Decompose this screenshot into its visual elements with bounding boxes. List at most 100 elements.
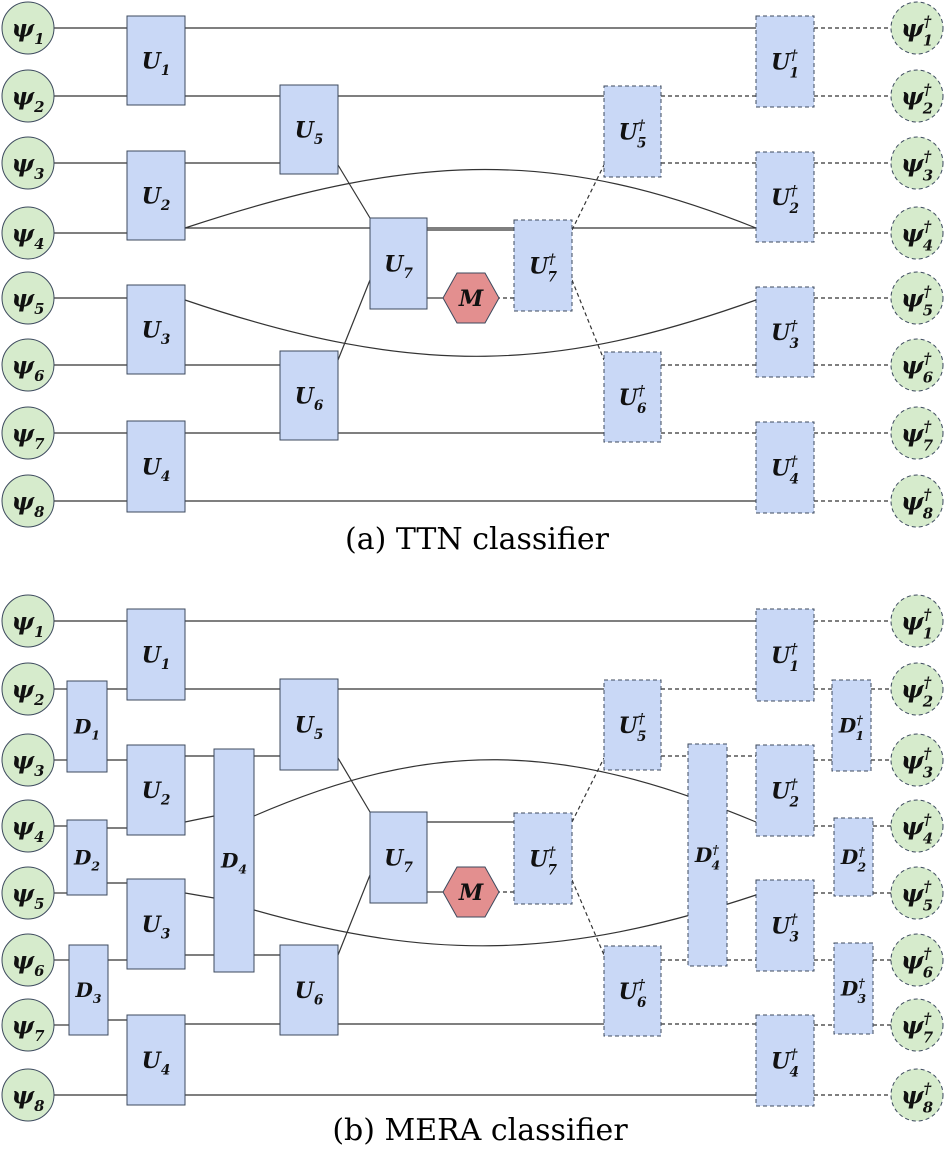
gate-u3-dagger: U†3 xyxy=(755,879,815,972)
gate-label: U1 xyxy=(142,642,171,673)
gate-u2: U2 xyxy=(126,150,186,241)
wire xyxy=(184,892,215,899)
state-node xyxy=(890,866,944,920)
gate-box xyxy=(126,284,186,375)
state-node xyxy=(1,594,55,648)
state-psi-5-dagger: ψ†5 xyxy=(890,271,944,325)
state-node xyxy=(1,662,55,716)
state-psi-5: ψ5 xyxy=(1,866,55,920)
gate-box xyxy=(126,420,186,513)
gate-label: D1 xyxy=(73,715,100,743)
state-node xyxy=(1,406,55,460)
wire xyxy=(337,757,371,813)
state-label: ψ6 xyxy=(12,946,45,980)
state-node xyxy=(1,474,55,528)
gate-u2: U2 xyxy=(126,744,186,836)
state-psi-2: ψ2 xyxy=(1,662,55,716)
state-psi-1-dagger: ψ†1 xyxy=(890,1,944,55)
gate-u6: U6 xyxy=(279,944,339,1036)
gate-label: U7 xyxy=(384,251,413,282)
gate-label: U†4 xyxy=(771,1047,799,1080)
measurement-label: M xyxy=(458,880,484,906)
state-psi-6-dagger: ψ†6 xyxy=(890,338,944,392)
gate-label: D†1 xyxy=(838,712,864,743)
gate-d2-dagger: D†2 xyxy=(833,817,874,897)
gate-u3-dagger: U†3 xyxy=(755,286,815,378)
wire xyxy=(571,757,605,823)
wire xyxy=(184,815,215,823)
gate-box xyxy=(279,84,339,175)
gate-box xyxy=(831,679,872,772)
gate-u4: U4 xyxy=(126,1014,186,1106)
state-psi-8: ψ8 xyxy=(1,1068,55,1122)
state-psi-6: ψ6 xyxy=(1,338,55,392)
gate-u1-dagger: U†1 xyxy=(755,608,815,702)
state-node xyxy=(1,866,55,920)
state-label: ψ†2 xyxy=(901,81,933,118)
state-label: ψ†5 xyxy=(901,283,933,320)
state-node xyxy=(1,799,55,853)
state-node xyxy=(890,594,944,648)
gate-u7: U7 xyxy=(369,811,428,904)
state-node xyxy=(890,406,944,460)
state-label: ψ8 xyxy=(12,1081,46,1115)
state-label: ψ6 xyxy=(12,351,45,385)
gate-box xyxy=(833,817,874,897)
gate-label: U†2 xyxy=(771,777,799,810)
state-node xyxy=(890,206,944,260)
gate-box xyxy=(755,151,815,243)
state-label: ψ†5 xyxy=(901,878,933,915)
gate-box xyxy=(687,743,728,967)
gate-box xyxy=(126,15,186,106)
gate-label: U6 xyxy=(295,978,324,1009)
state-node xyxy=(890,1068,944,1122)
gate-label: U†5 xyxy=(619,118,647,151)
gate-box xyxy=(603,679,662,771)
gate-label: U†3 xyxy=(771,319,799,352)
gate-label: U6 xyxy=(295,383,324,414)
state-node xyxy=(1,206,55,260)
gate-label: U†6 xyxy=(619,978,647,1011)
gate-box xyxy=(126,744,186,836)
gate-box xyxy=(755,608,815,702)
gate-label: U†6 xyxy=(619,384,647,417)
gate-u1: U1 xyxy=(126,15,186,106)
gate-label: U†7 xyxy=(529,845,557,878)
gate-box xyxy=(755,744,815,837)
gate-box xyxy=(213,748,255,973)
mera-caption: (b) MERA classifier xyxy=(332,1113,628,1148)
gate-label: D†3 xyxy=(840,975,867,1006)
gate-u5-dagger: U†5 xyxy=(603,85,662,178)
gate-box xyxy=(68,944,109,1036)
state-psi-2: ψ2 xyxy=(1,69,55,123)
gate-box xyxy=(755,15,815,108)
state-psi-4-dagger: ψ†4 xyxy=(890,799,944,853)
gate-label: U†4 xyxy=(771,454,799,487)
state-label: ψ1 xyxy=(12,14,45,48)
state-psi-6: ψ6 xyxy=(1,933,55,987)
gate-u6-dagger: U†6 xyxy=(603,351,662,443)
state-psi-2-dagger: ψ†2 xyxy=(890,662,944,716)
state-node xyxy=(890,69,944,123)
gate-u5-dagger: U†5 xyxy=(603,679,662,771)
state-psi-7: ψ7 xyxy=(1,998,55,1052)
state-psi-4: ψ4 xyxy=(1,206,55,260)
state-label: ψ†3 xyxy=(901,148,933,185)
gate-u4-dagger: U†4 xyxy=(755,1014,815,1107)
state-label: ψ†1 xyxy=(901,13,933,50)
gate-box xyxy=(513,812,573,905)
state-node xyxy=(890,933,944,987)
state-label: ψ†6 xyxy=(901,945,933,982)
gate-u6-dagger: U†6 xyxy=(603,945,662,1037)
gate-u1: U1 xyxy=(126,608,186,701)
state-node xyxy=(890,136,944,190)
state-node xyxy=(1,271,55,325)
gate-label: U†3 xyxy=(771,912,799,945)
state-psi-7-dagger: ψ†7 xyxy=(890,406,944,460)
state-label: ψ3 xyxy=(12,149,45,183)
state-node xyxy=(1,998,55,1052)
state-psi-8-dagger: ψ†8 xyxy=(890,474,944,528)
gate-label: D4 xyxy=(220,849,247,877)
gate-d4-dagger: D†4 xyxy=(687,743,728,967)
